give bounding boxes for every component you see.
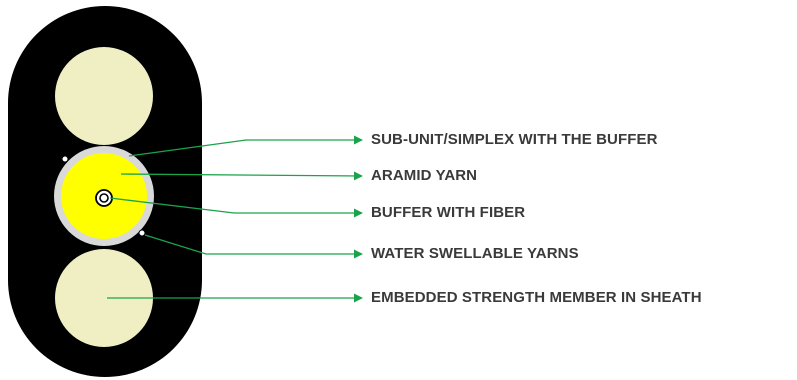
leader-line-aramid [120,171,363,181]
label-aramid-yarn: ARAMID YARN [371,167,478,184]
label-embedded-strength-member: EMBEDDED STRENGTH MEMBER IN SHEATH [371,289,702,306]
leader-line-subunit [128,135,363,157]
water-swellable-yarn-dot-left [61,155,69,163]
label-buffer-with-fiber: BUFFER WITH FIBER [371,204,526,221]
fiber-core [99,193,109,203]
leader-line-water-yarns [144,234,363,259]
label-water-swellable-yarns: WATER SWELLABLE YARNS [371,245,579,262]
label-subunit-simplex: SUB-UNIT/SIMPLEX WITH THE BUFFER [371,131,658,148]
water-swellable-yarn-dot-right [138,229,146,237]
strength-member-bottom [55,249,153,347]
strength-member-top [55,47,153,145]
leader-line-buffer [109,197,363,218]
